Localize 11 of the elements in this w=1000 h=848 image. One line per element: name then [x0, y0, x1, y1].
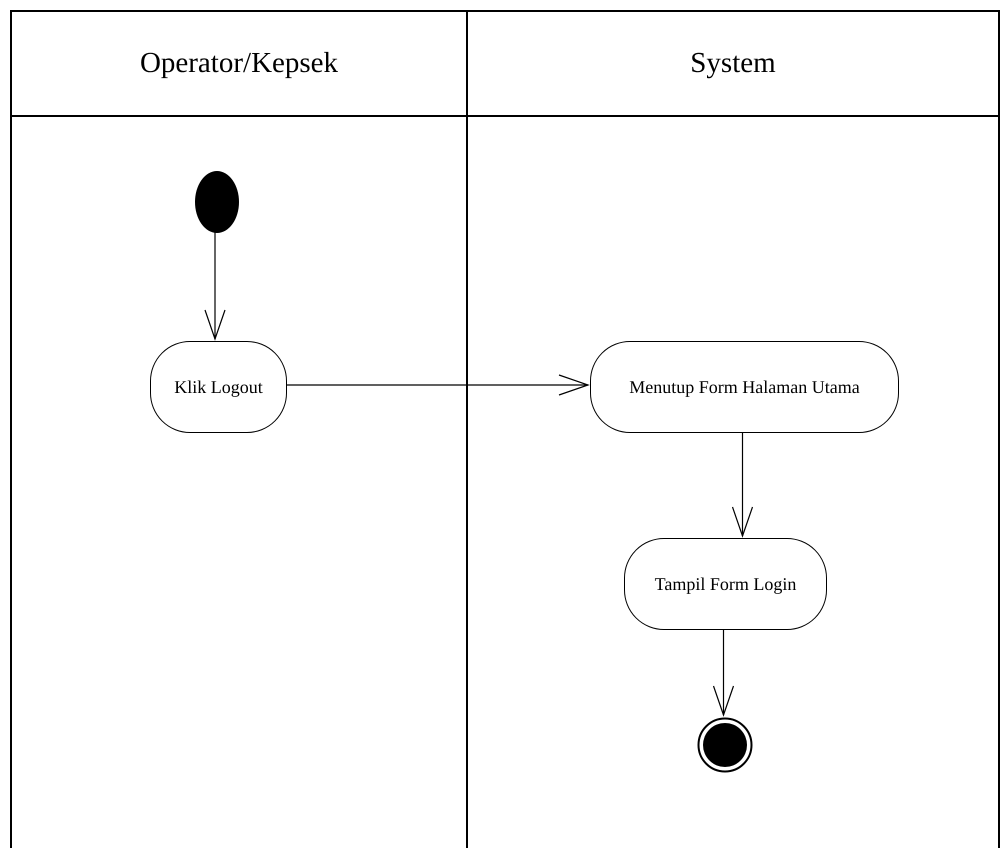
swimlane [10, 10, 468, 848]
arrow [732, 431, 754, 537]
lane-header: System [468, 12, 998, 117]
arrow [285, 374, 589, 396]
activity-label: Menutup Form Halaman Utama [629, 376, 860, 398]
arrow [712, 628, 734, 716]
lane-header: Operator/Kepsek [12, 12, 466, 117]
swimlane [466, 10, 1000, 848]
activity-label: Tampil Form Login [654, 574, 796, 594]
activity-label: Klik Logout [174, 376, 263, 398]
arrow [204, 232, 226, 340]
